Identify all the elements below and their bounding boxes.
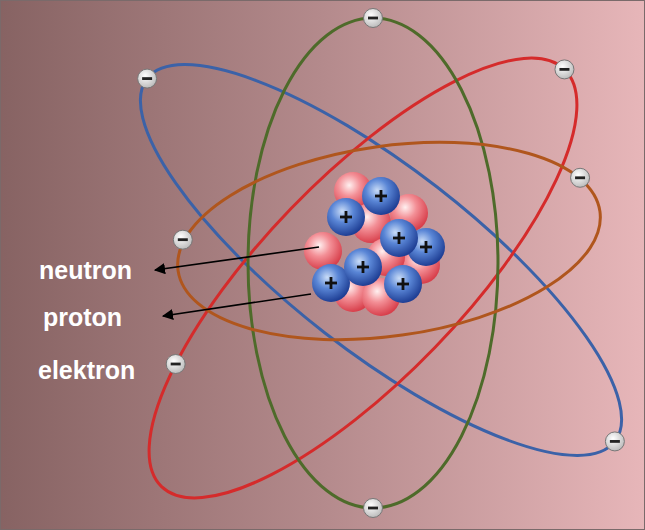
- orbit-red: [90, 1, 637, 530]
- orbit-green: [248, 18, 498, 508]
- part-label: proton: [43, 302, 122, 332]
- orbit-orange: [165, 117, 613, 364]
- leader-arrow: [155, 247, 319, 270]
- leader-arrow: [163, 294, 311, 316]
- part-label: neutron: [39, 255, 132, 285]
- orbit-blue: [91, 6, 645, 514]
- nucleus: [304, 172, 445, 316]
- electrons: [128, 1, 633, 518]
- part-label: elektron: [38, 355, 135, 385]
